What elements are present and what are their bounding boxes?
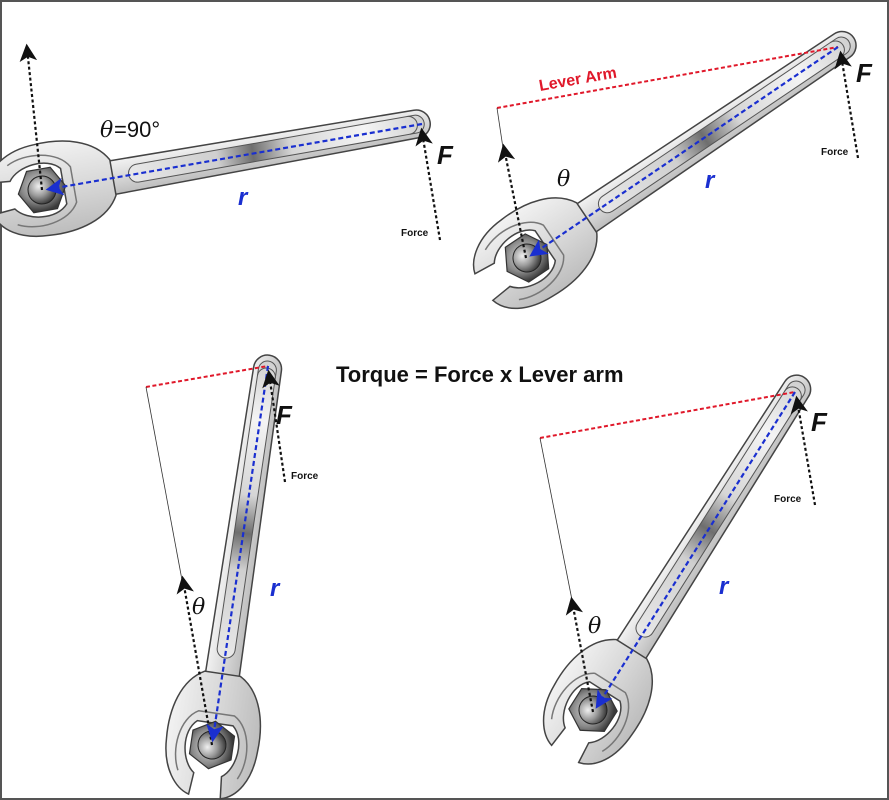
force-arrow (262, 369, 287, 483)
theta-label: θ (588, 614, 601, 639)
lever-arm-label: Lever Arm (538, 65, 618, 95)
theta-label: θ (100, 118, 113, 143)
lever-arm-line (539, 391, 796, 439)
wrench-icon (525, 351, 844, 780)
force-label: Force (401, 228, 429, 239)
force-arrow (790, 395, 817, 506)
force-label: Force (821, 147, 849, 158)
wrench-icon (457, 0, 881, 327)
theta-label: θ (557, 167, 570, 192)
radius-vector (45, 122, 423, 196)
theta-value-label: =90° (114, 117, 160, 142)
perpendicular-arrow (565, 596, 595, 713)
radius-symbol: r (238, 184, 249, 211)
panel-4: θ F r Force (525, 351, 844, 780)
radius-vector (206, 365, 270, 743)
force-symbol: F (811, 407, 828, 437)
radius-symbol: r (705, 167, 716, 194)
force-symbol: F (856, 58, 873, 88)
force-label: Force (774, 494, 802, 505)
perpendicular-arrow (19, 43, 44, 191)
panel-1: θ =90° F r Force (0, 43, 454, 246)
force-arrow (415, 127, 442, 241)
perpendicular-arrow (176, 575, 214, 746)
force-arrow (834, 50, 860, 159)
lever-arm-line (496, 46, 839, 109)
lever-arm-extension (145, 386, 183, 581)
theta-label: θ (192, 595, 205, 620)
lever-arm-line (145, 365, 269, 388)
wrench-icon (0, 75, 439, 246)
radius-symbol: r (270, 575, 281, 602)
radius-vector (595, 391, 796, 709)
radius-symbol: r (719, 573, 730, 600)
force-symbol: F (276, 400, 293, 430)
force-label: Force (291, 471, 319, 482)
radius-vector (529, 46, 839, 257)
force-symbol: F (437, 140, 454, 170)
panel-3: θ F r Force (145, 347, 319, 800)
panel-2: Lever Arm θ F r Force (457, 0, 881, 327)
perpendicular-arrow (497, 143, 528, 259)
lever-arm-extension (539, 437, 573, 601)
torque-formula-title: Torque = Force x Lever arm (336, 362, 624, 387)
lever-arm-extension (496, 107, 504, 149)
